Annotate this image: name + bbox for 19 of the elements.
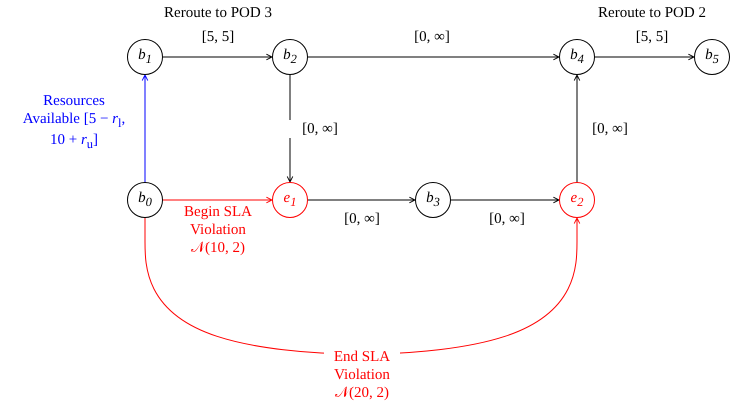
annotation-label: Reroute to POD 3 [164, 5, 272, 22]
state-circle: b$_{0}$ [127, 182, 163, 218]
state-circle: b$_{5}$ [694, 39, 730, 75]
state-circle: e$_{1}$ [272, 182, 308, 218]
state-circle: b$_{3}$ [415, 182, 451, 218]
state-circle: b$_{2}$ [272, 39, 308, 75]
arrow [308, 54, 560, 60]
state-circle: b$_{1}$ [127, 39, 163, 75]
annotation-label: Reroute to POD 2 [598, 5, 706, 22]
arrow [162, 54, 272, 60]
arrow [450, 196, 560, 204]
state-circle: b$_{4}$ [559, 39, 595, 75]
edge-label: End SLA Violation 𝒩(20, 2) [324, 348, 400, 402]
state-circle: e$_{2}$ [559, 182, 595, 218]
arrow [162, 196, 272, 204]
arrow [142, 74, 148, 182]
arrow [594, 54, 694, 60]
arrow [308, 196, 416, 204]
arrow [574, 74, 580, 182]
